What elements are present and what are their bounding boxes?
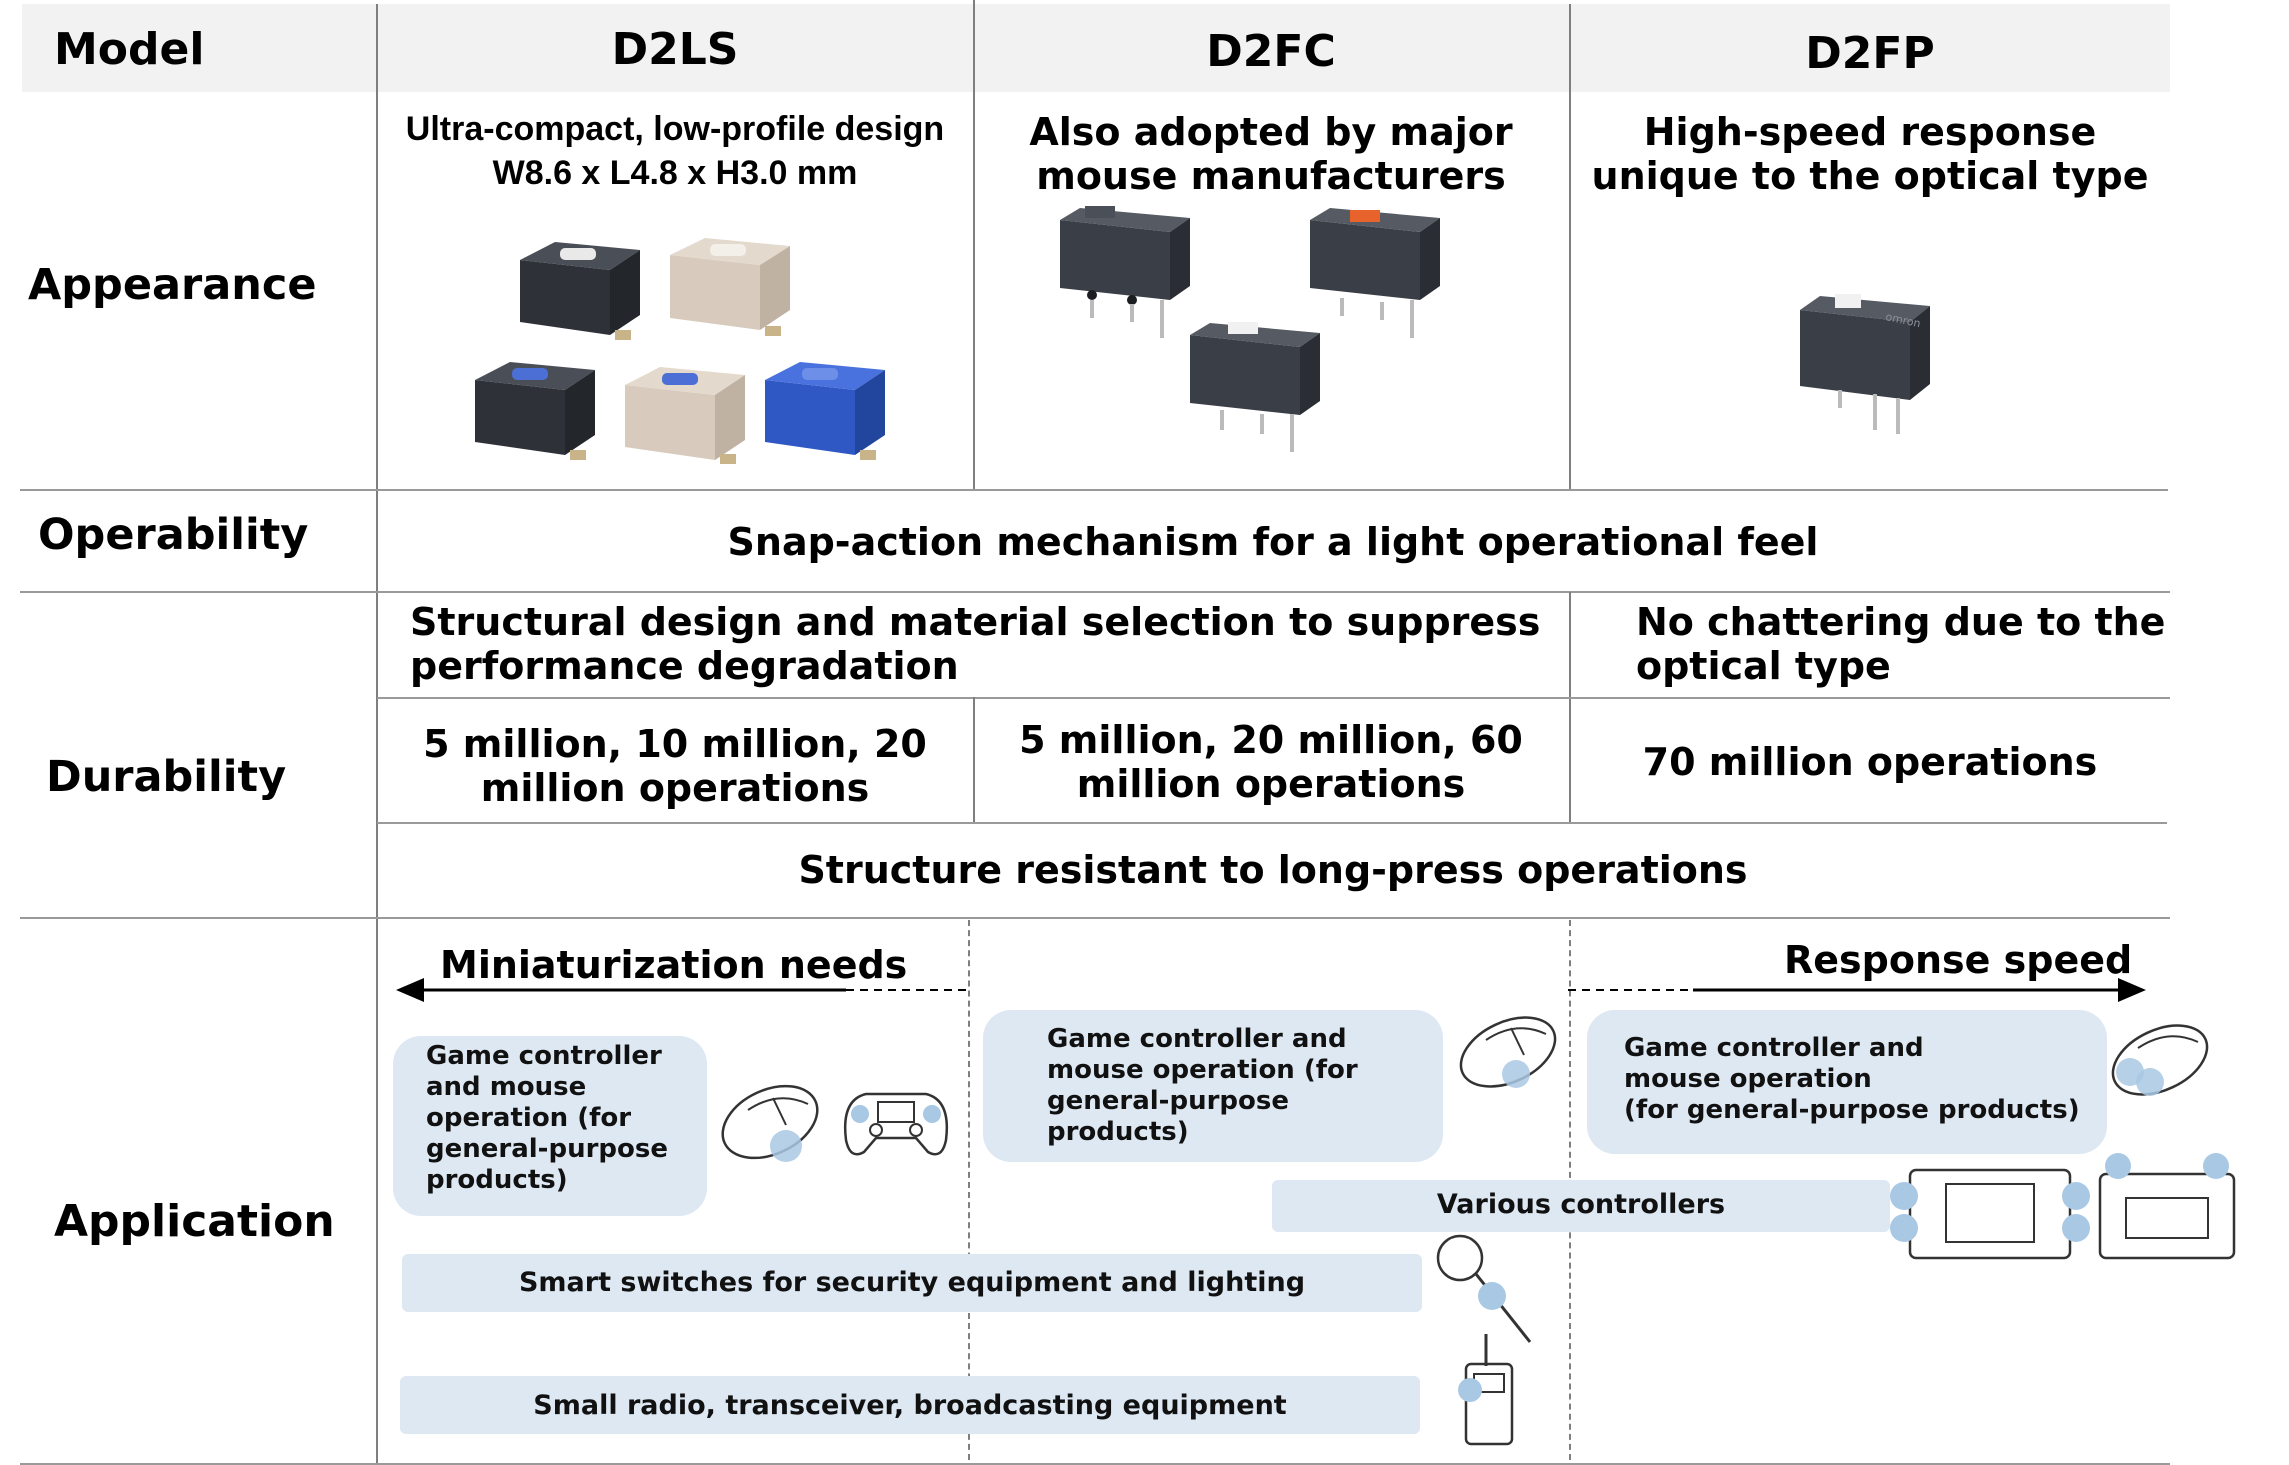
game-controller-icon — [843, 1092, 949, 1156]
durability-structural-line1: Structural design and material selection… — [410, 600, 1541, 644]
d2ls-blue-switch — [765, 362, 885, 460]
grid-hline-durability-mid — [377, 697, 2170, 699]
d2ls-black-switch-top — [520, 242, 640, 340]
d2ls-operations-line1: 5 million, 10 million, 20 — [423, 722, 927, 766]
d2ls-black-blue-switch — [475, 362, 595, 460]
application-box-d2fc-line2: mouse operation (for — [1047, 1055, 1358, 1085]
various-controllers-text: Various controllers — [1436, 1189, 1726, 1220]
application-box-d2fc-line4: products) — [1047, 1117, 1189, 1147]
application-box-d2fc-text: Game controller and mouse operation (for… — [1047, 1024, 1358, 1148]
row-label-durability: Durability — [46, 752, 287, 802]
miniaturization-arrow — [396, 978, 971, 1002]
d2fp-description-line1: High-speed response — [1643, 110, 2097, 154]
d2fc-operations-line1: 5 million, 20 million, 60 — [1019, 718, 1523, 762]
remote-controller-icon — [2098, 1153, 2236, 1260]
mouse-icon-d2fc — [1459, 1016, 1557, 1088]
transceiver-radio-icon — [1458, 1334, 1514, 1446]
grid-hline-appearance-bottom — [20, 489, 2168, 491]
header-d2ls: D2LS — [611, 24, 739, 75]
durability-optical-line2: optical type — [1636, 644, 1891, 688]
mouse-icon-d2fp — [2111, 1024, 2209, 1096]
operability-text: Snap-action mechanism for a light operat… — [727, 520, 1819, 564]
application-box-d2ls-text: Game controller and mouse operation (for… — [426, 1041, 668, 1196]
small-radio-text: Small radio, transceiver, broadcasting e… — [533, 1390, 1287, 1421]
various-controllers-bar — [1272, 1180, 1890, 1232]
application-box-d2ls-line3: operation (for — [426, 1103, 632, 1133]
d2fc-switch-images — [1060, 206, 1440, 452]
smart-switches-bar — [402, 1254, 1422, 1312]
d2ls-beige-switch-top — [670, 238, 790, 336]
smart-switch-tool-icon — [1436, 1234, 1532, 1343]
grid-hline-durability-ops-bottom — [377, 822, 2167, 824]
d2ls-description-line2: W8.6 x L4.8 x H3.0 mm — [492, 154, 858, 192]
grid-vline-durability-ops — [973, 697, 975, 822]
application-box-d2fp-text: Game controller and mouse operation (for… — [1624, 1033, 2080, 1126]
grid-dashed-vline-1 — [968, 920, 970, 1460]
d2ls-description-line1: Ultra-compact, low-profile design — [405, 110, 945, 148]
mouse-icon-d2ls — [721, 1084, 819, 1162]
application-box-d2fp-line1: Game controller and — [1624, 1033, 1924, 1063]
handheld-console-icon — [1890, 1168, 2090, 1260]
response-speed-arrow — [1568, 978, 2146, 1002]
grid-vline-col1 — [973, 0, 975, 490]
d2fc-operations-line2: million operations — [1076, 762, 1466, 806]
d2ls-operations-line2: million operations — [480, 766, 870, 810]
row-label-application: Application — [54, 1196, 335, 1247]
response-speed-label: Response speed — [1784, 938, 2133, 982]
smart-switches-text: Smart switches for security equipment an… — [518, 1267, 1306, 1298]
application-box-d2fc-line1: Game controller and — [1047, 1024, 1347, 1054]
d2fp-operations: 70 million operations — [1642, 740, 2098, 784]
grid-vline-label-col — [376, 4, 378, 1464]
application-box-d2fp — [1587, 1010, 2107, 1154]
application-box-d2ls-line5: products) — [426, 1165, 568, 1195]
durability-structural-line2: performance degradation — [410, 644, 959, 688]
d2fc-description-line2: mouse manufacturers — [1036, 154, 1506, 198]
application-box-d2fc-line3: general-purpose — [1047, 1086, 1289, 1116]
d2ls-beige-blue-switch — [625, 367, 745, 464]
d2fp-switch-image: omron — [1800, 294, 1930, 434]
d2fp-description-line2: unique to the optical type — [1591, 154, 2149, 198]
d2ls-switch-images — [475, 238, 885, 464]
application-box-d2fp-line2: mouse operation — [1624, 1064, 1872, 1094]
row-label-operability: Operability — [38, 510, 309, 560]
application-box-d2ls — [393, 1036, 707, 1216]
header-row-background — [22, 4, 2170, 92]
grid-hline-operability-bottom — [20, 591, 2170, 593]
header-model-label: Model — [54, 24, 205, 75]
miniaturization-label: Miniaturization needs — [440, 943, 908, 987]
row-label-appearance: Appearance — [28, 260, 317, 310]
d2fc-switch-left — [1060, 206, 1190, 338]
application-box-d2fc — [983, 1010, 1443, 1162]
long-press-text: Structure resistant to long-press operat… — [798, 848, 1748, 892]
small-radio-bar — [400, 1376, 1420, 1434]
application-box-d2fp-line3: (for general-purpose products) — [1624, 1095, 2080, 1125]
grid-vline-durability-split — [1569, 592, 1571, 822]
header-d2fp: D2FP — [1805, 28, 1935, 79]
application-box-d2ls-line1: Game controller — [426, 1041, 662, 1071]
application-box-d2ls-line4: general-purpose — [426, 1134, 668, 1164]
d2fc-description-line1: Also adopted by major — [1029, 110, 1513, 154]
header-d2fc: D2FC — [1206, 26, 1336, 77]
grid-hline-durability-bottom — [20, 917, 2170, 919]
application-box-d2ls-line2: and mouse — [426, 1072, 587, 1102]
grid-vline-col2 — [1569, 4, 1571, 490]
durability-optical-line1: No chattering due to the — [1636, 600, 2166, 644]
d2fc-switch-center — [1190, 322, 1320, 452]
d2fc-switch-right — [1310, 208, 1440, 338]
